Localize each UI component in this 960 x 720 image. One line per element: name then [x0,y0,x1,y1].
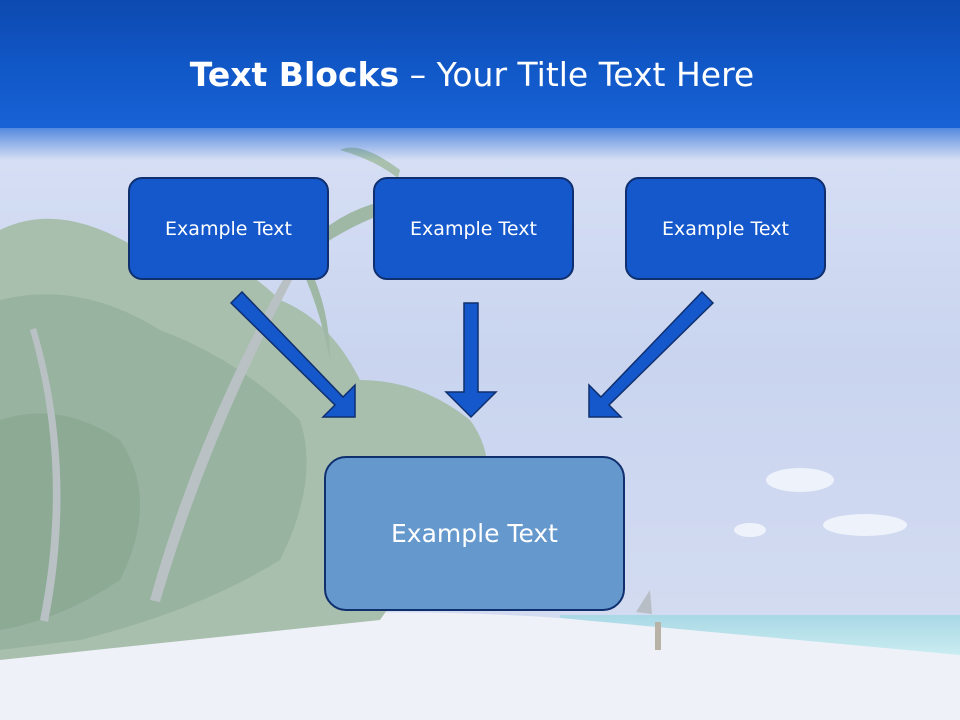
title-bold-part: Text Blocks [189,55,400,94]
text-block-bottom-label: Example Text [391,519,558,548]
title-rest: Your Title Text Here [436,55,755,94]
arrow-left-diagonal [229,290,356,418]
slide-title: Text Blocks – Your Title Text Here [0,52,944,98]
text-block-top-right: Example Text [625,177,826,280]
text-block-top-left-label: Example Text [165,217,292,240]
text-block-top-center: Example Text [373,177,574,280]
title-bar [0,0,960,128]
text-block-top-left: Example Text [128,177,329,280]
text-block-bottom: Example Text [324,456,625,611]
title-bar-fade [0,120,960,160]
title-separator: – [399,55,437,94]
arrow-right-diagonal [588,290,715,418]
text-block-top-right-label: Example Text [662,217,789,240]
arrow-center-down [444,302,498,419]
text-block-top-center-label: Example Text [410,217,537,240]
